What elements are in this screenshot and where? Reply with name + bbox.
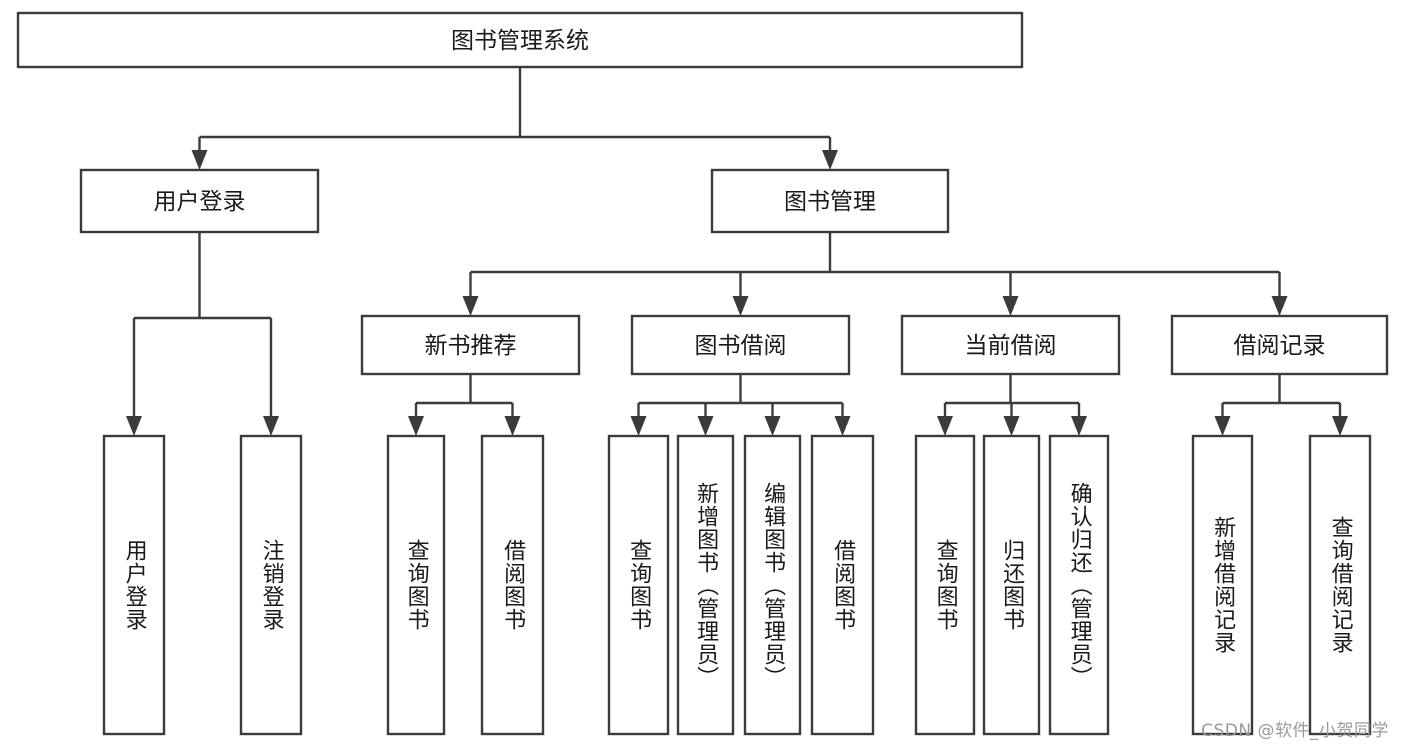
- node-n-current-borrow-box[interactable]: [900, 314, 1121, 376]
- node-l-confirm-return-box[interactable]: [1048, 434, 1110, 736]
- node-n-book-borrow-box[interactable]: [630, 314, 851, 376]
- edge-group: [937, 374, 1087, 436]
- edge-group: [462, 232, 1288, 316]
- edge-layer: [126, 67, 1348, 436]
- node-l-query-book-2-box[interactable]: [607, 434, 670, 736]
- edge-group: [191, 67, 838, 170]
- node-l-query-book-3-box[interactable]: [914, 434, 976, 736]
- box-layer: [16, 11, 1389, 736]
- node-l-query-book-1-box[interactable]: [386, 434, 446, 736]
- node-l-logout-box[interactable]: [239, 434, 303, 736]
- edge-group: [630, 374, 851, 436]
- node-n-user-login-box[interactable]: [79, 168, 320, 234]
- node-l-add-record-box[interactable]: [1191, 434, 1254, 736]
- node-l-borrow-book-1-box[interactable]: [480, 434, 545, 736]
- watermark: CSDN @软件_小贺同学: [1201, 721, 1389, 741]
- edge-group: [126, 232, 279, 436]
- node-l-edit-book-box[interactable]: [743, 434, 802, 736]
- node-n-user-login-label: 用户登录: [154, 189, 246, 215]
- node-root-box[interactable]: [16, 11, 1024, 69]
- node-n-new-book-rec-box[interactable]: [360, 314, 581, 376]
- node-root-label: 图书管理系统: [451, 28, 589, 54]
- node-l-add-book-box[interactable]: [676, 434, 735, 736]
- node-l-query-record-box[interactable]: [1308, 434, 1372, 736]
- node-l-borrow-book-2-box[interactable]: [810, 434, 875, 736]
- node-n-new-book-rec-label: 新书推荐: [425, 333, 517, 359]
- node-n-book-manage-label: 图书管理: [784, 189, 876, 215]
- edge-group: [408, 374, 521, 436]
- node-l-return-book-box[interactable]: [982, 434, 1041, 736]
- node-n-book-borrow-label: 图书借阅: [695, 333, 787, 359]
- node-l-user-login-box[interactable]: [102, 434, 166, 736]
- node-n-book-manage-box[interactable]: [710, 168, 950, 234]
- node-n-current-borrow-label: 当前借阅: [965, 333, 1057, 359]
- edge-group: [1214, 374, 1348, 436]
- node-n-borrow-record-box[interactable]: [1170, 314, 1389, 376]
- node-n-borrow-record-label: 借阅记录: [1234, 333, 1326, 359]
